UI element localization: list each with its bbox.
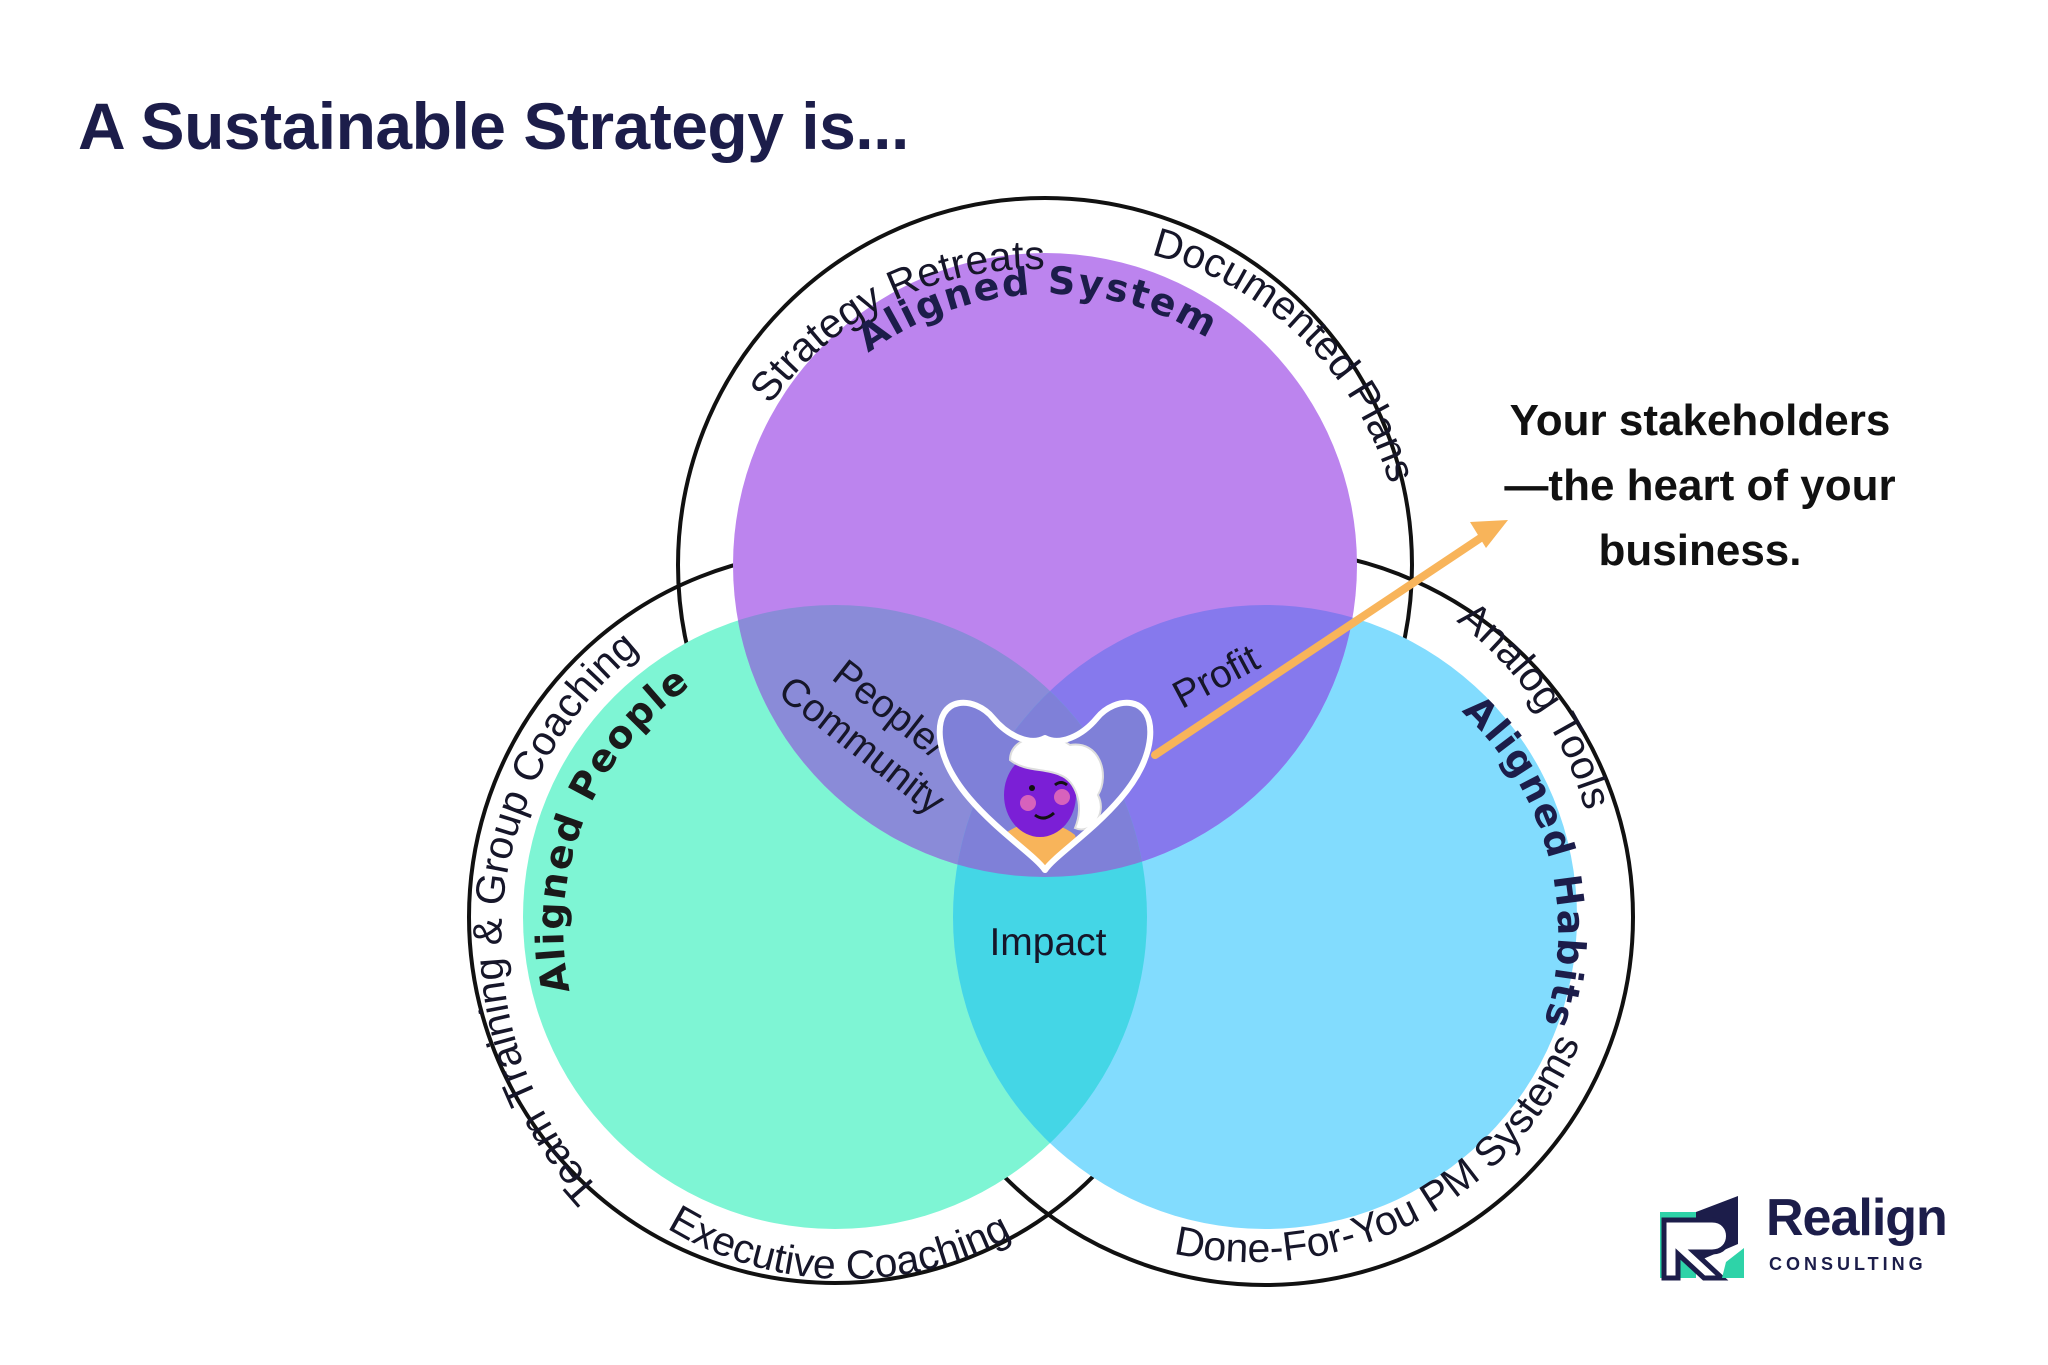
page-title: A Sustainable Strategy is... [78,89,909,163]
callout-arrow [1151,520,1508,759]
callout-line-3: business. [1598,526,1802,575]
logo-wordmark: Realign [1766,1189,1948,1247]
callout-line-1: Your stakeholders [1509,396,1891,445]
realign-logo-mark [1660,1196,1744,1281]
logo-subtitle: CONSULTING [1769,1254,1927,1274]
realign-logo: Realign CONSULTING [1656,1189,1948,1282]
stakeholders-callout: Your stakeholders —the heart of your bus… [1460,388,1940,583]
heart-outline [936,699,1154,873]
callout-line-2: —the heart of your [1504,461,1896,510]
overlap-label-impact: Impact [989,921,1106,964]
